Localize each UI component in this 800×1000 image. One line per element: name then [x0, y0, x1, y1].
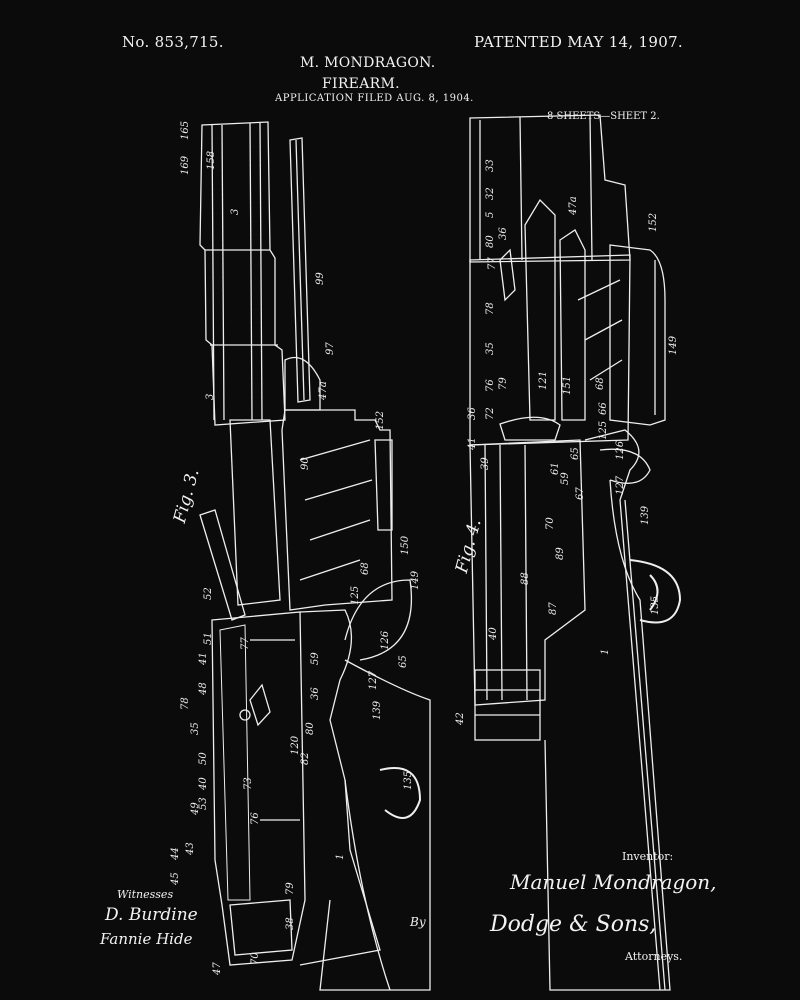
witness-signature-1: D. Burdine — [105, 905, 198, 925]
ref-numeral: 66 — [598, 402, 609, 415]
witnesses-label: Witnesses — [117, 888, 174, 901]
ref-numeral: 65 — [398, 655, 409, 668]
ref-numeral: 50 — [198, 752, 209, 765]
application-filed: APPLICATION FILED AUG. 8, 1904. — [275, 93, 474, 104]
ref-numeral: 139 — [640, 505, 651, 525]
ref-numeral: 45 — [170, 872, 181, 885]
ref-numeral: 36 — [498, 227, 509, 240]
ref-numeral: 44 — [170, 847, 181, 860]
sheet-count: 8 SHEETS—SHEET 2. — [547, 111, 660, 122]
attorneys-label: Attorneys. — [625, 950, 683, 963]
ref-numeral: 72 — [485, 407, 496, 420]
ref-numeral: 149 — [410, 570, 421, 590]
ref-numeral: 1 — [335, 853, 346, 860]
inventor-signature: Manuel Mondragon, — [510, 870, 717, 894]
ref-numeral: 47a — [318, 381, 329, 400]
by-label: By — [410, 915, 426, 929]
ref-numeral: 36 — [467, 407, 478, 420]
ref-numeral: 152 — [375, 410, 386, 430]
ref-numeral: 1 — [600, 648, 611, 655]
ref-numeral: 41 — [467, 437, 478, 450]
ref-numeral: 73 — [243, 777, 254, 790]
ref-numeral: 40 — [198, 777, 209, 790]
ref-numeral: 35 — [190, 722, 201, 735]
ref-numeral: 78 — [180, 697, 191, 710]
ref-numeral: 51 — [203, 632, 214, 645]
ref-numeral: 125 — [598, 420, 609, 440]
ref-numeral: 80 — [485, 235, 496, 248]
ref-numeral: 87 — [548, 602, 559, 615]
ref-numeral: 79 — [498, 377, 509, 390]
ref-numeral: 152 — [648, 212, 659, 232]
ref-numeral: 65 — [570, 447, 581, 460]
ref-numeral: 3 — [230, 208, 241, 215]
ref-numeral: 47 — [212, 962, 223, 975]
ref-numeral: 80 — [305, 722, 316, 735]
ref-numeral: 89 — [555, 547, 566, 560]
ref-numeral: 77 — [487, 257, 498, 270]
ref-numeral: 33 — [485, 159, 496, 172]
ref-numeral: 97 — [325, 342, 336, 355]
ref-numeral: 43 — [185, 842, 196, 855]
ref-numeral: 48 — [198, 682, 209, 695]
ref-numeral: 35 — [485, 342, 496, 355]
ref-numeral: 68 — [360, 562, 371, 575]
ref-numeral: 126 — [615, 440, 626, 460]
ref-numeral: 127 — [368, 670, 379, 690]
ref-numeral: 78 — [485, 302, 496, 315]
ref-numeral: 88 — [520, 572, 531, 585]
ref-numeral: 70 — [250, 952, 261, 965]
ref-numeral: 52 — [203, 587, 214, 600]
ref-numeral: 76 — [250, 812, 261, 825]
ref-numeral: 42 — [455, 712, 466, 725]
ref-numeral: 82 — [300, 752, 311, 765]
ref-numeral: 59 — [310, 652, 321, 665]
ref-numeral: 39 — [480, 457, 491, 470]
ref-numeral: 135 — [403, 770, 414, 790]
ref-numeral: 126 — [380, 630, 391, 650]
patent-title: FIREARM. — [322, 76, 400, 92]
ref-numeral: 77 — [240, 637, 251, 650]
ref-numeral: 125 — [350, 585, 361, 605]
ref-numeral: 61 — [550, 462, 561, 475]
ref-numeral: 3 — [205, 393, 216, 400]
ref-numeral: 40 — [488, 627, 499, 640]
ref-numeral: 158 — [206, 150, 217, 170]
figure-3-drawing — [199, 121, 431, 991]
ref-numeral: 41 — [198, 652, 209, 665]
inventor-name: M. MONDRAGON. — [300, 55, 436, 71]
ref-numeral: 38 — [285, 917, 296, 930]
ref-numeral: 99 — [315, 272, 326, 285]
ref-numeral: 79 — [285, 882, 296, 895]
ref-numeral: 139 — [372, 700, 383, 720]
ref-numeral: 36 — [310, 687, 321, 700]
ref-numeral: 67 — [575, 487, 586, 500]
ref-numeral: 68 — [595, 377, 606, 390]
ref-numeral: 151 — [562, 375, 573, 395]
ref-numeral: 150 — [400, 535, 411, 555]
ref-numeral: 169 — [180, 155, 191, 175]
ref-numeral: 70 — [545, 517, 556, 530]
ref-numeral: 135 — [650, 595, 661, 615]
ref-numeral: 5 — [485, 211, 496, 218]
figure-4-drawing — [469, 114, 682, 991]
attorney-signature: Dodge & Sons, — [490, 912, 657, 937]
ref-numeral: 53 — [198, 797, 209, 810]
patent-number: No. 853,715. — [122, 33, 224, 51]
inventor-label: Inventor: — [622, 850, 674, 863]
witness-signature-2: Fannie Hide — [100, 930, 193, 948]
patented-date: PATENTED MAY 14, 1907. — [474, 33, 683, 51]
ref-numeral: 47a — [568, 196, 579, 215]
ref-numeral: 59 — [560, 472, 571, 485]
ref-numeral: 76 — [485, 379, 496, 392]
ref-numeral: 127 — [615, 475, 626, 495]
ref-numeral: 149 — [668, 335, 679, 355]
ref-numeral: 165 — [180, 120, 191, 140]
ref-numeral: 90 — [300, 457, 311, 470]
ref-numeral: 121 — [538, 370, 549, 390]
ref-numeral: 32 — [485, 187, 496, 200]
